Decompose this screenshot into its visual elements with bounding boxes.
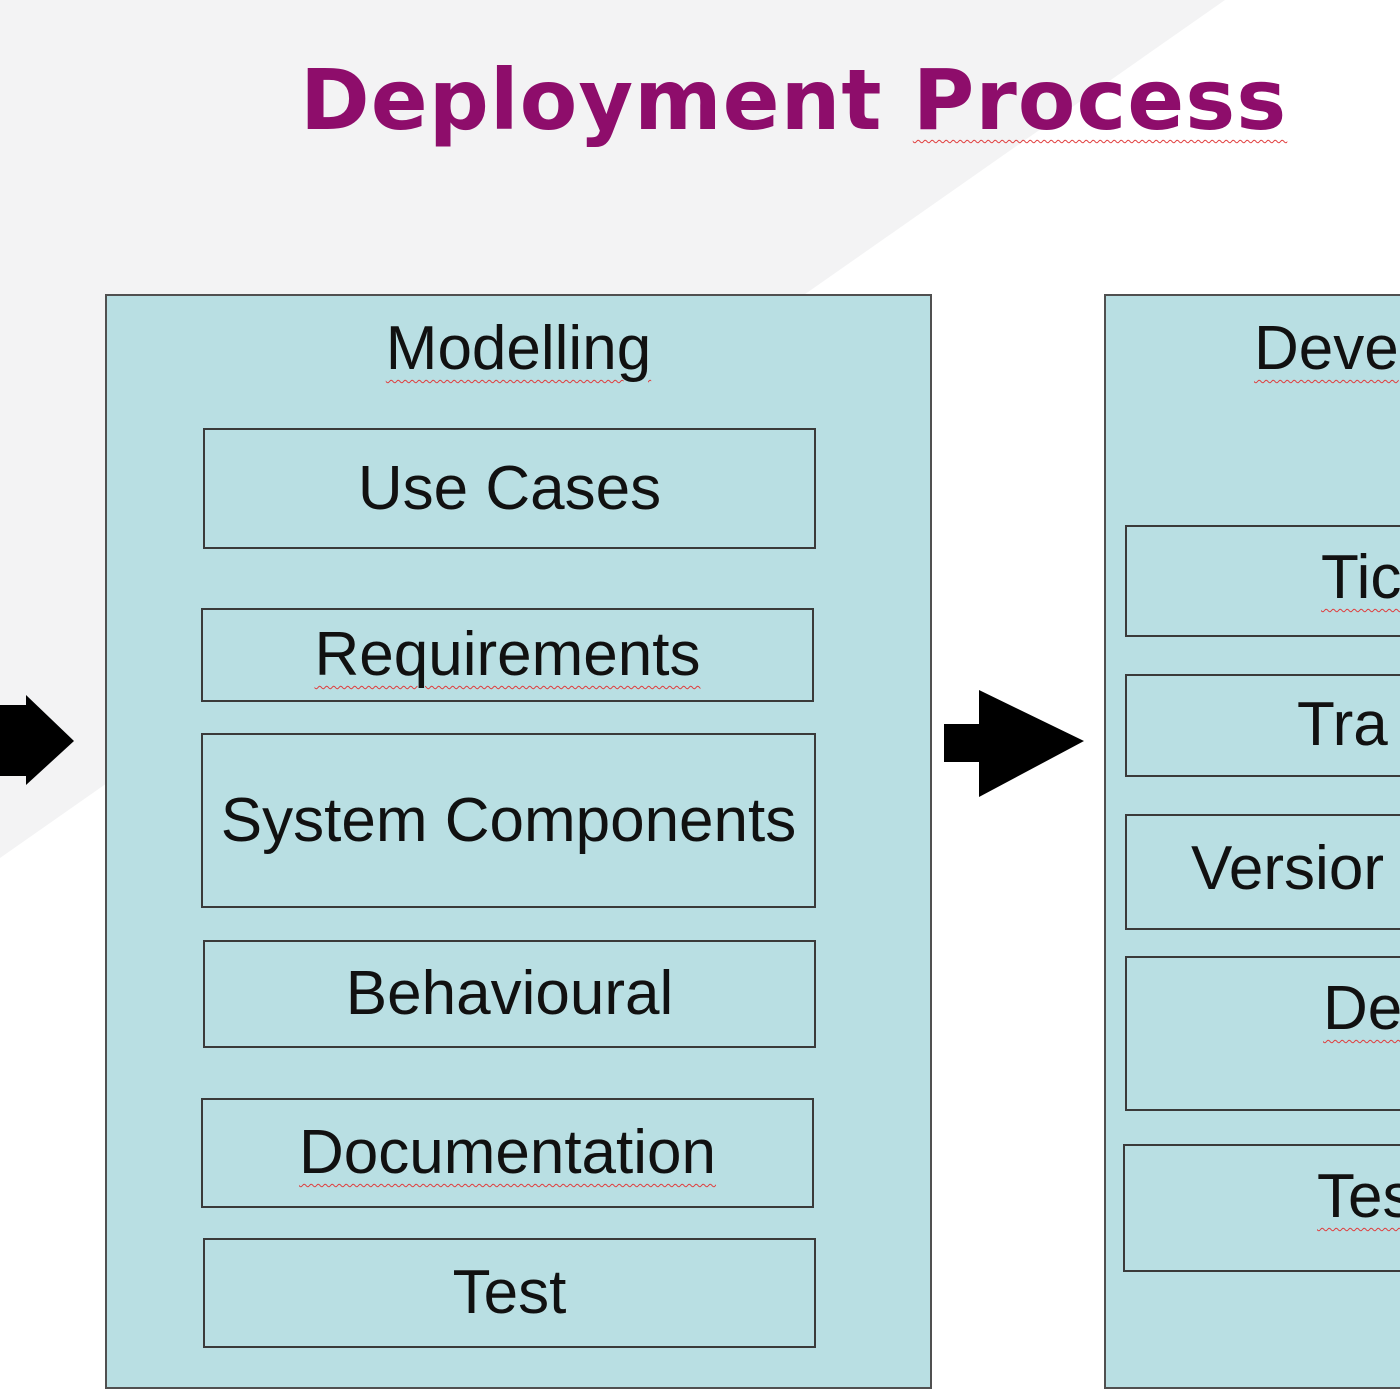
development-panel: Deve Tic Tra Versior De Tes [1104,294,1400,1389]
behavioural-box: Behavioural [203,940,816,1048]
use-cases-box: Use Cases [203,428,816,549]
development-item-box: Versior [1125,814,1400,930]
development-item-label: Tic [1321,543,1400,612]
modelling-panel-title: Modelling [385,314,652,383]
requirements-box: Requirements [201,608,814,702]
page-title: Deployment Process [300,50,1287,150]
title-word-process: Process [912,51,1288,149]
title-word-deployment: Deployment [300,51,883,149]
development-item-box: Tic [1125,525,1400,637]
development-item-box: Tra [1125,674,1400,777]
development-item-label: De [1323,974,1400,1043]
development-item-label: Versior [1191,834,1384,903]
development-item-label: Tra [1297,690,1388,759]
documentation-box: Documentation [201,1098,814,1208]
modelling-panel: Modelling Use Cases Requirements System … [105,294,932,1389]
development-item-box: Tes [1123,1144,1400,1272]
test-box: Test [203,1238,816,1348]
arrow-right-icon [0,695,74,785]
development-item-box: De [1125,956,1400,1111]
arrow-right-icon [944,690,1084,797]
development-item-label: Tes [1317,1162,1400,1231]
system-components-box: System Components [201,733,816,908]
development-panel-title: Deve [1254,314,1399,383]
